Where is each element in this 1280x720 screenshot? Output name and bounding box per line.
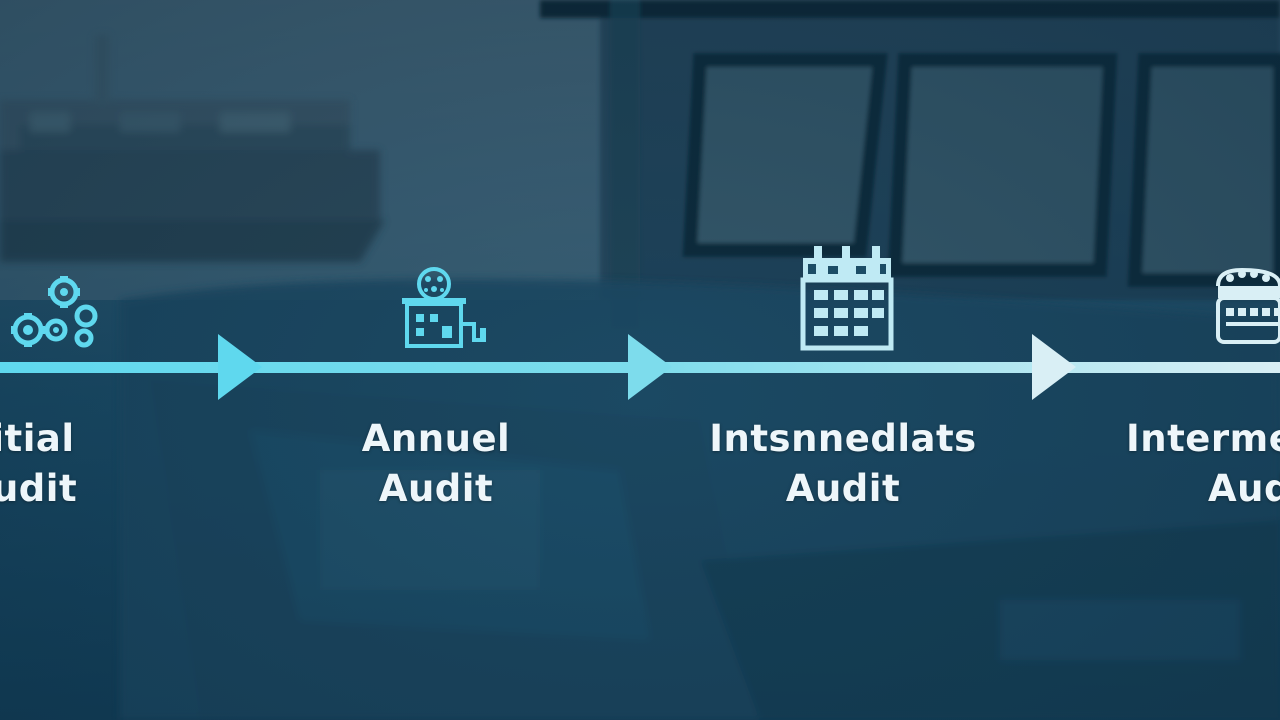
stage-label-initial-audit: oitial Audit xyxy=(0,414,120,514)
stage-label-line2: Audit xyxy=(785,467,901,510)
stage-label-line1: Interme xyxy=(1126,417,1280,460)
stage-label-annual-audit: Annuel Audit xyxy=(336,414,536,514)
stage-label-line2: Audit xyxy=(0,467,78,510)
stage-label-line1: oitial xyxy=(0,417,75,460)
stage-label-line1: Intsnnedlats xyxy=(709,417,977,460)
stage-label-line2: Audit xyxy=(378,467,494,510)
inspection-board-icon xyxy=(402,267,486,348)
stage-label-intermediate-audit-2: Interme Aud xyxy=(1126,414,1280,514)
timeline-arrowhead-2 xyxy=(628,334,672,400)
stage-label-intermediate-audit: Intsnnedlats Audit xyxy=(693,414,993,514)
stage-label-line2: Aud xyxy=(1208,467,1280,510)
timeline-arrowhead-1 xyxy=(218,334,262,400)
timeline-arrowhead-3 xyxy=(1032,334,1076,400)
gears-icon xyxy=(11,276,98,348)
calendar-icon xyxy=(1216,267,1280,344)
calendar-icon xyxy=(800,246,894,351)
stage-label-line1: Annuel xyxy=(361,417,511,460)
